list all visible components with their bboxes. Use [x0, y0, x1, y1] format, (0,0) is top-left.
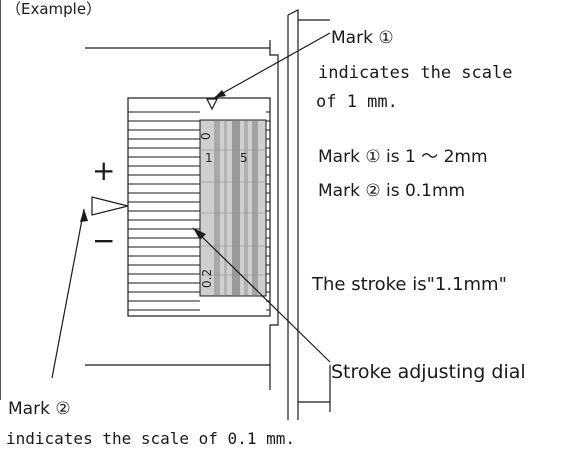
dial-knurling	[128, 111, 270, 311]
mark1-arrowhead-icon	[214, 90, 226, 98]
scale-stripe	[224, 121, 227, 295]
scale-label-five: 5	[240, 151, 248, 165]
scale-label-bottom: 0.2	[200, 269, 214, 288]
mark1-desc-line2: of 1 mm.	[316, 92, 398, 112]
plus-sign: +	[92, 154, 115, 187]
housing-flange	[287, 9, 299, 420]
stroke-result-note: The stroke is"1.1mm"	[311, 274, 507, 295]
mark1-desc-line1: indicates the scale	[318, 63, 512, 83]
scale-label-zero: 0	[199, 132, 213, 140]
minus-sign: −	[92, 224, 115, 257]
mark2-arrowhead-icon	[80, 209, 88, 222]
mark1-value-note: Mark ① is 1 ～ 2mm	[318, 147, 488, 167]
mark2-leader-line	[51, 208, 85, 379]
scale-stripe	[214, 121, 220, 295]
dial-leader-line	[192, 227, 331, 363]
scale-stripe	[244, 121, 248, 295]
scale-stripe	[232, 121, 240, 295]
mark1-title: Mark ①	[331, 28, 394, 48]
dial-arrowhead-icon	[193, 228, 206, 240]
scale-stripe	[252, 121, 258, 295]
mark2-triangle-icon	[91, 196, 129, 216]
mark1-triangle-icon	[206, 98, 218, 111]
example-label: （Example）	[6, 0, 101, 18]
dial-label: Stroke adjusting dial	[331, 361, 526, 383]
mark2-desc: indicates the scale of 0.1 mm.	[6, 429, 295, 448]
mark1-leader-line	[213, 32, 331, 99]
mark2-value-note: Mark ② is 0.1mm	[318, 181, 465, 201]
mark2-title: Mark ②	[8, 399, 71, 419]
scale-label-one: 1	[205, 151, 213, 165]
scale-stripes	[200, 121, 266, 295]
housing-step-left	[269, 40, 279, 390]
